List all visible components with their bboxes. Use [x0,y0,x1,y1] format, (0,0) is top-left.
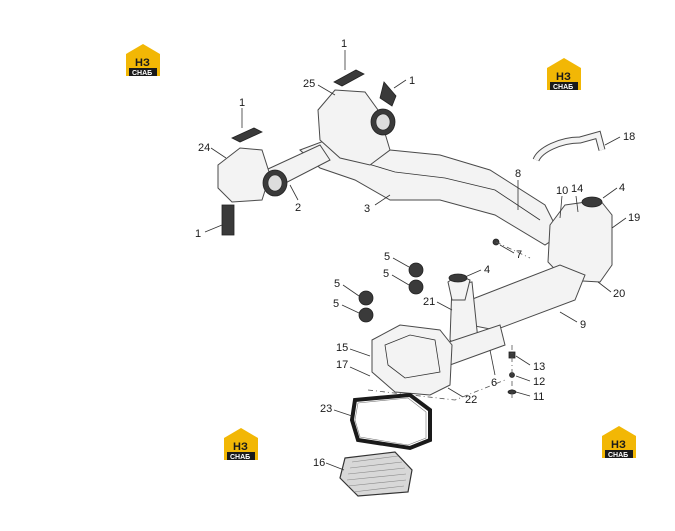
callout-24: 24 [198,142,210,154]
air-outlet-left [262,169,288,197]
logo-caption-text: СНАБ [608,452,628,459]
cap-5a [408,262,424,278]
filter-gasket-inner [354,397,427,446]
logo-caption-text: СНАБ [553,84,573,91]
cabin-air-filter [339,451,413,497]
logo-watermark-top-left: НЗ СНАБ [126,44,160,77]
callout-6: 6 [491,377,497,389]
leader-c5d [341,304,360,314]
cap-5c [358,290,374,306]
centerline-fastener-7 [495,241,531,259]
main-duct-ridge [354,159,541,221]
vent-grille-mid [231,127,263,143]
callout-16: 16 [313,457,325,469]
leader-c16 [325,462,345,471]
callout-3: 3 [364,203,370,215]
cap-5d [358,307,374,323]
callout-5a: 5 [384,251,390,263]
callout-19: 19 [628,212,640,224]
leader-c4a [602,187,618,199]
leader-c10 [559,195,563,219]
leader-c7 [499,244,515,254]
callout-2: 2 [295,202,301,214]
leader-c5b [391,274,410,286]
leader-c1d [204,224,223,233]
cap-5b [408,279,424,295]
leader-c19 [611,217,627,229]
callout-1d: 1 [195,228,201,240]
leader-c20 [597,281,612,293]
logo-mark-text: НЗ [233,441,248,453]
leader-c18 [604,136,621,146]
callout-14: 14 [571,183,583,195]
leader-c25 [317,84,336,96]
leader-c3 [374,194,391,206]
callout-5c: 5 [334,278,340,290]
callout-22: 22 [465,394,477,406]
leader-c11 [515,391,531,397]
leader-c14 [575,195,579,213]
leader-c9 [559,311,578,323]
logo-caption-text: СНАБ [230,454,250,461]
callout-4a: 4 [619,182,625,194]
leader-c21 [436,301,453,311]
air-outlet-center [370,108,396,136]
centerline-filter [367,379,506,401]
callout-7: 7 [516,249,522,261]
leader-c12 [515,375,531,382]
callout-11: 11 [533,391,544,403]
leader-c5c [342,284,360,297]
logo-caption-text: СНАБ [132,70,152,77]
center-plenum [317,89,391,166]
leader-c13 [515,355,531,366]
logo-watermark-bottom-right: НЗ СНАБ [602,426,636,459]
leader-c17 [349,366,371,377]
hose-curved [532,130,606,162]
leader-c15 [349,348,371,357]
callout-1b: 1 [409,75,415,87]
callout-25: 25 [303,78,315,90]
vent-grille-top [333,69,365,87]
callout-4b: 4 [484,264,490,276]
leader-c5a [392,257,410,268]
callout-18: 18 [623,131,635,143]
logo-watermark-bottom-left: НЗ СНАБ [224,428,258,461]
leader-c22 [447,387,464,398]
leader-c6 [489,349,496,376]
leader-c4b [464,269,482,278]
filter-gasket [349,392,432,451]
vent-grille-left [221,204,235,236]
leader-c24 [210,147,227,159]
logo-mark-text: НЗ [611,439,626,451]
callout-15: 15 [336,342,348,354]
callout-10: 10 [556,185,568,197]
right-vertical-duct [547,199,613,283]
left-outlet-housing [217,147,271,203]
callout-23: 23 [320,403,332,415]
callout-9: 9 [580,319,586,331]
callout-5b: 5 [383,268,389,280]
callout-17: 17 [336,359,348,371]
vent-grille-right [379,81,397,107]
callout-12: 12 [533,376,545,388]
callout-20: 20 [613,288,625,300]
leader-c23 [333,409,353,417]
callout-1a: 1 [341,38,347,50]
logo-mark-text: НЗ [556,71,571,83]
leader-c1b [393,79,407,89]
callout-8: 8 [515,168,521,180]
callout-13: 13 [533,361,545,373]
leader-c2 [289,184,299,201]
logo-watermark-top-right: НЗ СНАБ [547,58,581,91]
hose-elbow-right [581,196,603,208]
logo-mark-text: НЗ [135,57,150,69]
callout-5d: 5 [333,298,339,310]
filter-box-inner [384,334,441,379]
callout-1c: 1 [239,97,245,109]
hose-elbow-mid [447,273,471,301]
callout-21: 21 [423,296,435,308]
